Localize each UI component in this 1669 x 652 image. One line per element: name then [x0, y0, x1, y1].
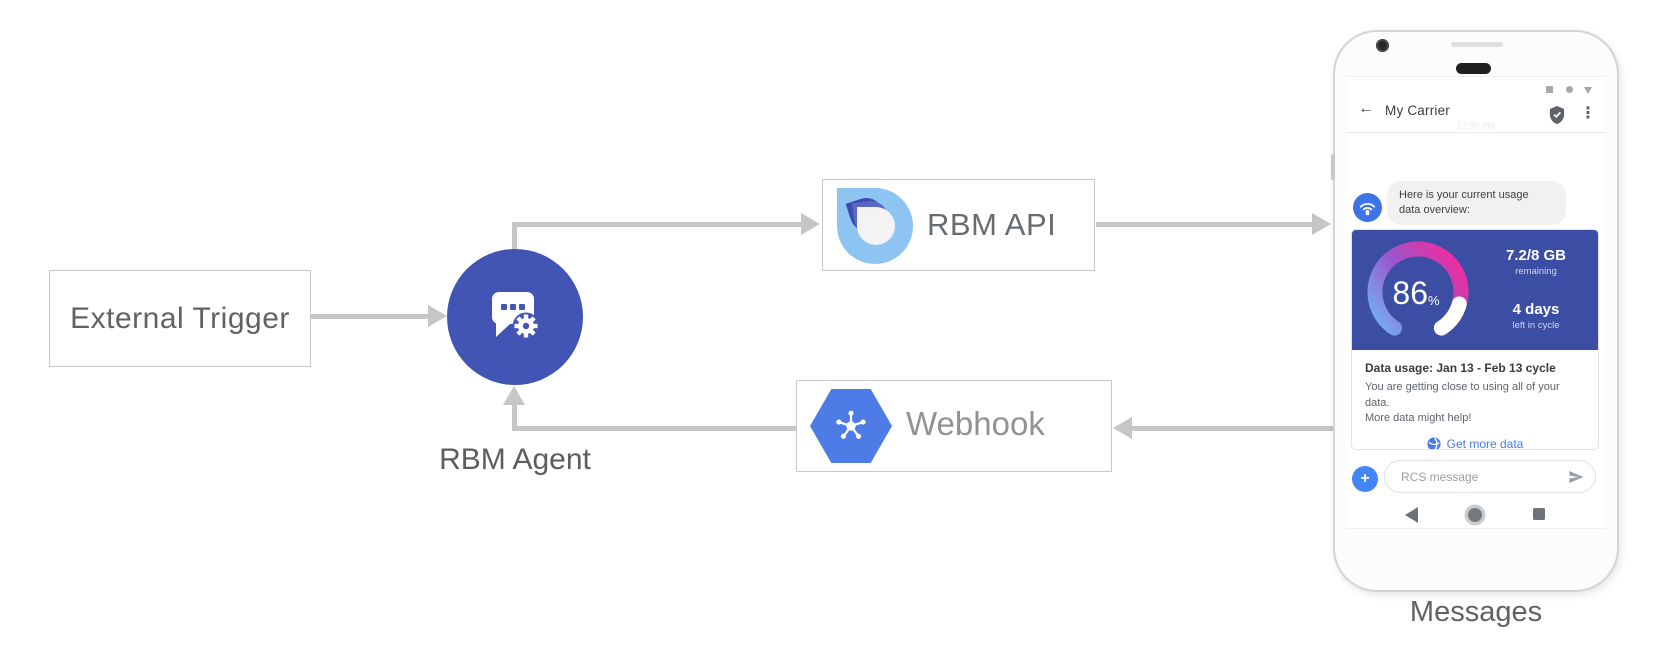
rbm-api-label: RBM API: [927, 207, 1057, 242]
phone-earpiece: [1456, 63, 1491, 74]
data-usage-card: 86% 7.2/8 GB remaining 4 days left in cy…: [1351, 229, 1599, 450]
status-circle-icon: [1566, 86, 1573, 93]
rbm-api-node: RBM API: [822, 179, 1095, 271]
phone-side-button[interactable]: [1331, 154, 1335, 180]
usage-chart-pane: 86% 7.2/8 GB remaining 4 days left in cy…: [1352, 230, 1598, 350]
quota-remaining: 7.2/8 GB: [1505, 247, 1567, 264]
get-more-data-label: Get more data: [1446, 436, 1524, 450]
send-icon[interactable]: [1568, 469, 1584, 485]
arrowhead-right-icon: [1312, 213, 1331, 235]
status-square-icon: [1546, 86, 1553, 93]
days-left-caption: left in cycle: [1512, 320, 1560, 331]
rcs-compose-field[interactable]: [1384, 460, 1596, 493]
gauge-percent-unit: %: [1428, 293, 1440, 308]
rbm-agent-node: [447, 249, 583, 385]
globe-icon: [1427, 436, 1441, 449]
rcs-message-input[interactable]: [1399, 465, 1549, 489]
external-trigger-node: External Trigger: [49, 270, 311, 367]
overflow-menu-icon[interactable]: ⋮: [1580, 105, 1596, 122]
external-trigger-label: External Trigger: [70, 301, 290, 335]
agent-message-bubble: Here is your current usage data overview…: [1387, 181, 1566, 225]
agent-avatar: [1353, 193, 1382, 222]
quota-remaining-caption: remaining: [1515, 266, 1557, 277]
svg-text:86%: 86%: [1392, 275, 1440, 311]
usage-body-line2: More data might help!: [1365, 412, 1472, 424]
status-time: 12:30 PM: [1456, 121, 1496, 131]
hotspot-icon: [1359, 203, 1376, 216]
arrowhead-right-icon: [428, 305, 447, 327]
back-arrow-icon[interactable]: ←: [1358, 100, 1374, 117]
nav-home-button[interactable]: [1468, 508, 1482, 522]
usage-body-line1: You are getting close to using all of yo…: [1365, 381, 1560, 409]
bubble-line2: data overview:: [1399, 204, 1470, 216]
bubble-line1: Here is your current usage: [1399, 189, 1529, 201]
phone-screen: ← My Carrier ⋮ 12:30 PM Here is your cur…: [1346, 76, 1606, 529]
get-more-data-button[interactable]: Get more data: [1365, 436, 1585, 450]
messages-caption: Messages: [1409, 596, 1543, 628]
header-divider: [1346, 132, 1606, 133]
usage-card-title: Data usage: Jan 13 - Feb 13 cycle: [1365, 361, 1556, 375]
rbm-agent-label: RBM Agent: [439, 443, 591, 476]
chat-gear-icon: [492, 292, 540, 340]
phone-mockup: ← My Carrier ⋮ 12:30 PM Here is your cur…: [1331, 30, 1619, 592]
arrowhead-right-icon: [801, 213, 820, 235]
webhook-label: Webhook: [906, 405, 1045, 442]
usage-info-pane: Data usage: Jan 13 - Feb 13 cycle You ar…: [1352, 350, 1598, 450]
status-triangle-icon: [1584, 87, 1592, 94]
verified-shield-icon: [1549, 106, 1565, 124]
nav-back-button[interactable]: [1405, 507, 1418, 523]
usage-card-body: You are getting close to using all of yo…: [1365, 380, 1585, 427]
conversation-title: My Carrier: [1385, 103, 1450, 118]
phone-camera-icon: [1376, 39, 1389, 52]
gauge-percent: 86: [1392, 275, 1428, 311]
add-attachment-button[interactable]: +: [1352, 466, 1378, 492]
nav-recents-button[interactable]: [1533, 508, 1545, 520]
hub-network-icon: [836, 410, 866, 439]
arrowhead-left-icon: [1113, 417, 1132, 439]
rbm-api-logo-icon: [837, 188, 913, 264]
days-left: 4 days: [1512, 301, 1560, 318]
phone-speaker: [1451, 42, 1503, 47]
usage-gauge: 86%: [1367, 241, 1469, 336]
arrowhead-up-icon: [503, 386, 525, 405]
